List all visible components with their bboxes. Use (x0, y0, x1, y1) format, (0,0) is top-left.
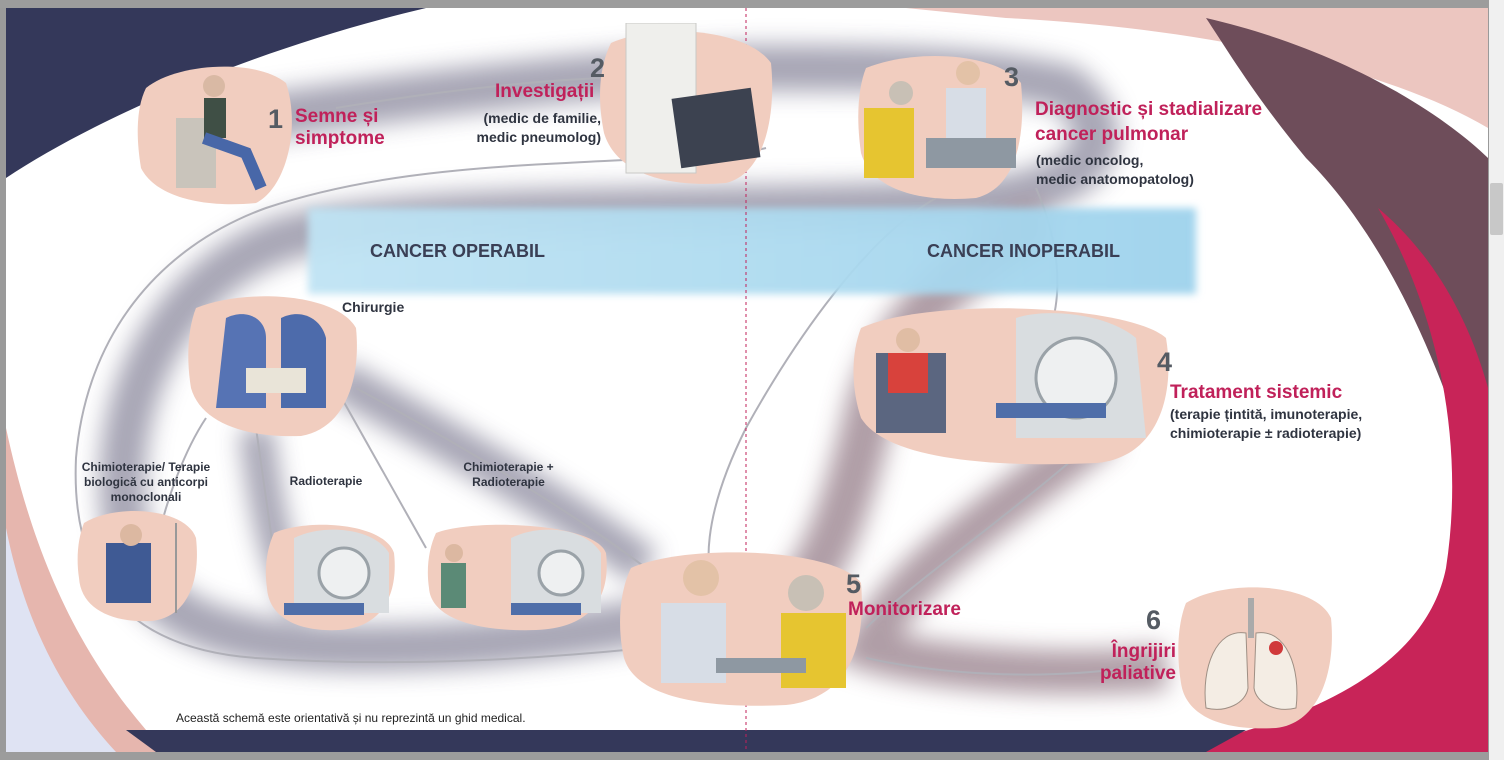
scrollbar-thumb[interactable] (1490, 183, 1503, 235)
inoperable-label: CANCER INOPERABIL (927, 241, 1121, 261)
step-5-number: 5 (846, 569, 862, 599)
systemic-treatment-illustration (853, 308, 1169, 465)
step-4-subtitle: (terapie țintită, imunoterapie, chimiote… (1170, 406, 1363, 441)
chemo-illustration (77, 511, 197, 622)
step-1-title: Semne și simptome (295, 106, 385, 149)
step-2-title: Investigații (495, 81, 595, 102)
step-3-subtitle: (medic oncolog, medic anatomopatolog) (1036, 152, 1194, 187)
radiotherapy-illustration (265, 524, 395, 631)
xray-illustration (600, 23, 773, 184)
diagnosis-illustration (858, 56, 1023, 199)
monitoring-illustration (620, 552, 862, 706)
step-2-number: 2 (590, 53, 606, 83)
step-4-title: Tratament sistemic (1170, 382, 1343, 403)
chemo-radio-label: Chimioterapie + Radioterapie (463, 460, 554, 489)
symptoms-illustration (137, 66, 292, 205)
infographic-page: 1 Semne și simptome 2 Investigații (medi… (6, 8, 1488, 752)
radiotherapy-label: Radioterapie (289, 474, 363, 488)
viewer-top-bar (0, 0, 1504, 8)
step-3-title: Diagnostic și stadializare cancer pulmon… (1035, 99, 1263, 145)
step-5-title: Monitorizare (848, 599, 961, 620)
lungs-illustration (1178, 587, 1332, 729)
operable-label: CANCER OPERABIL (370, 241, 546, 261)
step-2-subtitle: (medic de familie, medic pneumolog) (476, 110, 601, 145)
viewer-bottom-bar (0, 752, 1504, 760)
chemo-radio-illustration (427, 524, 607, 631)
surgery-label: Chirurgie (342, 299, 405, 315)
step-1-number: 1 (268, 104, 284, 134)
surgery-illustration (188, 296, 357, 437)
disclaimer-note: Această schemă este orientativă și nu re… (176, 711, 526, 725)
step-6-number: 6 (1146, 605, 1162, 635)
step-6-title: Îngrijiri paliative (1099, 641, 1176, 684)
vertical-scrollbar[interactable] (1489, 0, 1504, 760)
step-3-number: 3 (1004, 62, 1020, 92)
chemo-label: Chimioterapie/ Terapie biologică cu anti… (81, 460, 211, 504)
step-4-number: 4 (1157, 347, 1173, 377)
